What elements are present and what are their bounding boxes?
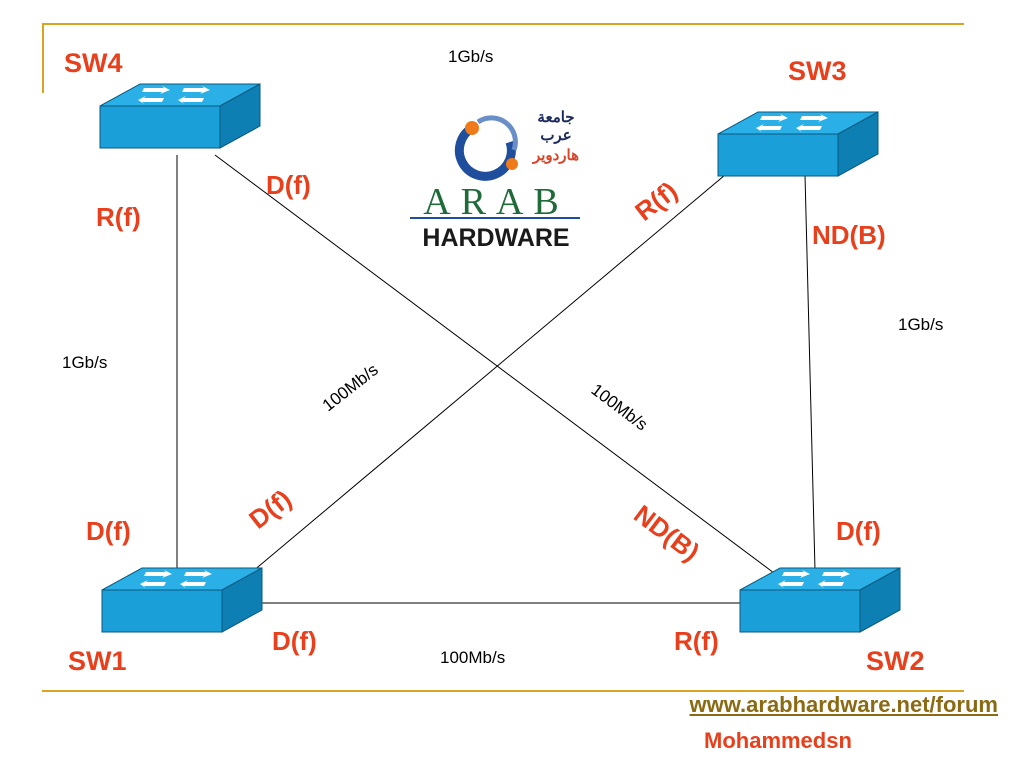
speed-sw4-sw2: 100Mb/s [588, 380, 652, 434]
port-sw3-down: ND(B) [812, 220, 886, 250]
switch-sw2-icon[interactable] [739, 567, 901, 633]
logo-name-top: ARAB [423, 181, 569, 223]
link-sw4-sw2 [214, 154, 791, 586]
speed-sw4-sw3: 1Gb/s [448, 47, 493, 66]
author-name: Mohammedsn [704, 728, 852, 753]
left-rule [42, 23, 44, 93]
port-sw2-diag: ND(B) [628, 499, 705, 567]
logo-name-bottom: HARDWARE [422, 224, 569, 252]
speed-sw1-sw2: 100Mb/s [440, 648, 505, 667]
port-sw2-up: D(f) [836, 516, 881, 546]
switch-sw4-icon[interactable] [99, 83, 261, 149]
forum-link[interactable]: www.arabhardware.net/forum [689, 692, 998, 717]
port-sw4-diag: D(f) [266, 170, 311, 200]
sw1-name: SW1 [68, 646, 127, 676]
bottom-rule [42, 690, 964, 692]
speed-sw1-sw3: 100Mb/s [319, 360, 382, 415]
port-sw1-up: D(f) [86, 516, 131, 546]
link-sw1-sw3 [239, 174, 726, 583]
sw2-name: SW2 [866, 646, 925, 676]
arab-hardware-logo: جامعة عرب هاردوير ARAB HARDWARE [410, 109, 580, 252]
switch-sw3-icon[interactable] [717, 111, 879, 177]
sw4-name: SW4 [64, 48, 123, 78]
port-sw3-diag: R(f) [629, 176, 683, 227]
speed-sw4-sw1: 1Gb/s [62, 353, 107, 372]
logo-arabic-line1: جامعة [537, 109, 574, 126]
link-sw3-sw2 [804, 174, 816, 571]
logo-arabic-line3: هاردوير [532, 147, 579, 164]
switch-sw1-icon[interactable] [101, 567, 263, 633]
logo-ring-icon [454, 115, 518, 181]
sw3-name: SW3 [788, 56, 847, 86]
port-sw1-diag: D(f) [243, 484, 297, 535]
port-sw4-down: R(f) [96, 202, 141, 232]
port-sw2-left: R(f) [674, 626, 719, 656]
port-sw1-right: D(f) [272, 626, 317, 656]
top-rule [42, 23, 964, 25]
network-diagram: SW4 SW3 SW1 SW2 R(f) D(f) R(f) ND(B) D(f… [62, 47, 943, 676]
speed-sw3-sw2: 1Gb/s [898, 315, 943, 334]
logo-arabic-line2: عرب [540, 127, 571, 144]
